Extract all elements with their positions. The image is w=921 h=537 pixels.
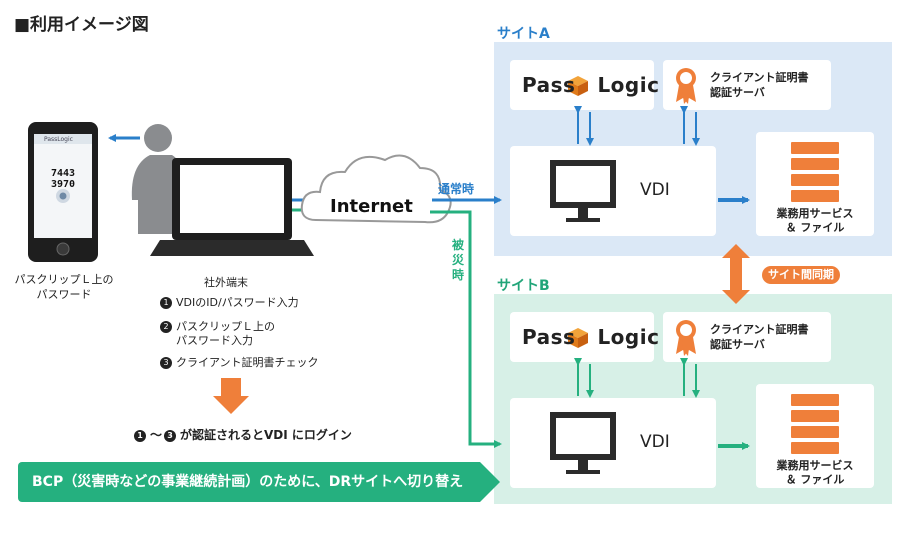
passlogic-logic-a: Logic [597,73,660,97]
services-line1-b: 業務用サービス [776,459,854,472]
certificate-icon-a [676,68,696,104]
cert-server-label-a: クライアント証明書認証サーバ [710,70,809,100]
site-a-label: サイトA [497,26,550,42]
site-sync-label: サイト間同期 [762,266,840,284]
services-line2-a: ＆ ファイル [785,221,845,234]
laptop-icon [150,158,314,256]
passlogic-logo-b: Pass Logic [522,325,659,349]
monitor-icon-b [550,412,616,474]
site-b-label: サイトB [497,278,550,294]
internet-label: Internet [330,196,413,217]
services-label-b: 業務用サービス＆ ファイル [758,459,872,487]
site-a-sync-arrows [574,106,700,146]
step-1: 1 VDIのID/パスワード入力 [160,296,299,310]
site-b-sync-arrows [574,358,700,398]
smartphone-icon [28,122,98,262]
passlogic-logic-b: Logic [597,325,660,349]
services-line1-a: 業務用サービス [776,207,854,220]
bcp-banner: BCP（災害時などの事業継続計画）のために、DRサイトへ切り替え [18,462,480,502]
phone-caption: パスクリップＬ上の パスワード [6,272,122,302]
login-num-1: 1 [134,429,146,442]
server-icon-b [791,394,839,454]
passlogic-pass-a: Pass [522,73,576,97]
monitor-icon-a [550,160,616,222]
server-icon-a [791,142,839,202]
bcp-banner-tip [480,462,500,502]
step-2: 2 パスクリップＬ上の パスワード入力 [160,320,275,348]
step-3-text: クライアント証明書チェック [176,356,319,369]
cert-server-line1-b: クライアント証明書 [710,323,809,336]
disaster-route-arrow [430,210,502,448]
site-sync-arrow [722,244,750,304]
phone-app-name: PassLogic [44,136,73,143]
page-title: ■利用イメージ図 [14,15,149,35]
passlogic-cube-icon-b [568,328,588,348]
normal-route-label: 通常時 [438,182,475,196]
phone-caption-line1: パスクリップＬ上の [14,273,114,286]
vdi-label-b: VDI [640,432,670,452]
step-3: 3 クライアント証明書チェック [160,356,319,370]
passlogic-pass-b: Pass [522,325,576,349]
terminal-label: 社外端末 [204,276,248,289]
disaster-route-label: 被災時 [452,238,465,282]
step-2-text-line2: パスワード入力 [176,334,253,347]
certificate-icon-b [676,320,696,356]
internet-cloud-icon [300,154,452,224]
step-1-number: 1 [160,297,172,309]
passlogic-cube-icon-a [568,76,588,96]
step-3-number: 3 [160,357,172,369]
phone-caption-line2: パスワード [36,288,92,301]
step-1-text: VDIのID/パスワード入力 [176,296,299,309]
cert-server-label-b: クライアント証明書認証サーバ [710,322,809,352]
services-label-a: 業務用サービス＆ ファイル [758,207,872,235]
phone-otp-code: 7443 3970 [50,168,76,190]
login-text: が認証されるとVDI にログイン [180,428,352,442]
cert-server-line2-b: 認証サーバ [710,338,765,351]
cert-server-line2-a: 認証サーバ [710,86,765,99]
login-num-3: 3 [164,429,177,442]
step-2-text: パスクリップＬ上の [176,320,275,333]
passlogic-logo-a: Pass Logic [522,73,659,97]
login-down-arrow [213,378,249,414]
step-2-number: 2 [160,321,172,333]
services-line2-b: ＆ ファイル [785,473,845,486]
cert-server-line1-a: クライアント証明書 [710,71,809,84]
vdi-label-a: VDI [640,180,670,200]
login-tilde: ～ [150,428,163,442]
